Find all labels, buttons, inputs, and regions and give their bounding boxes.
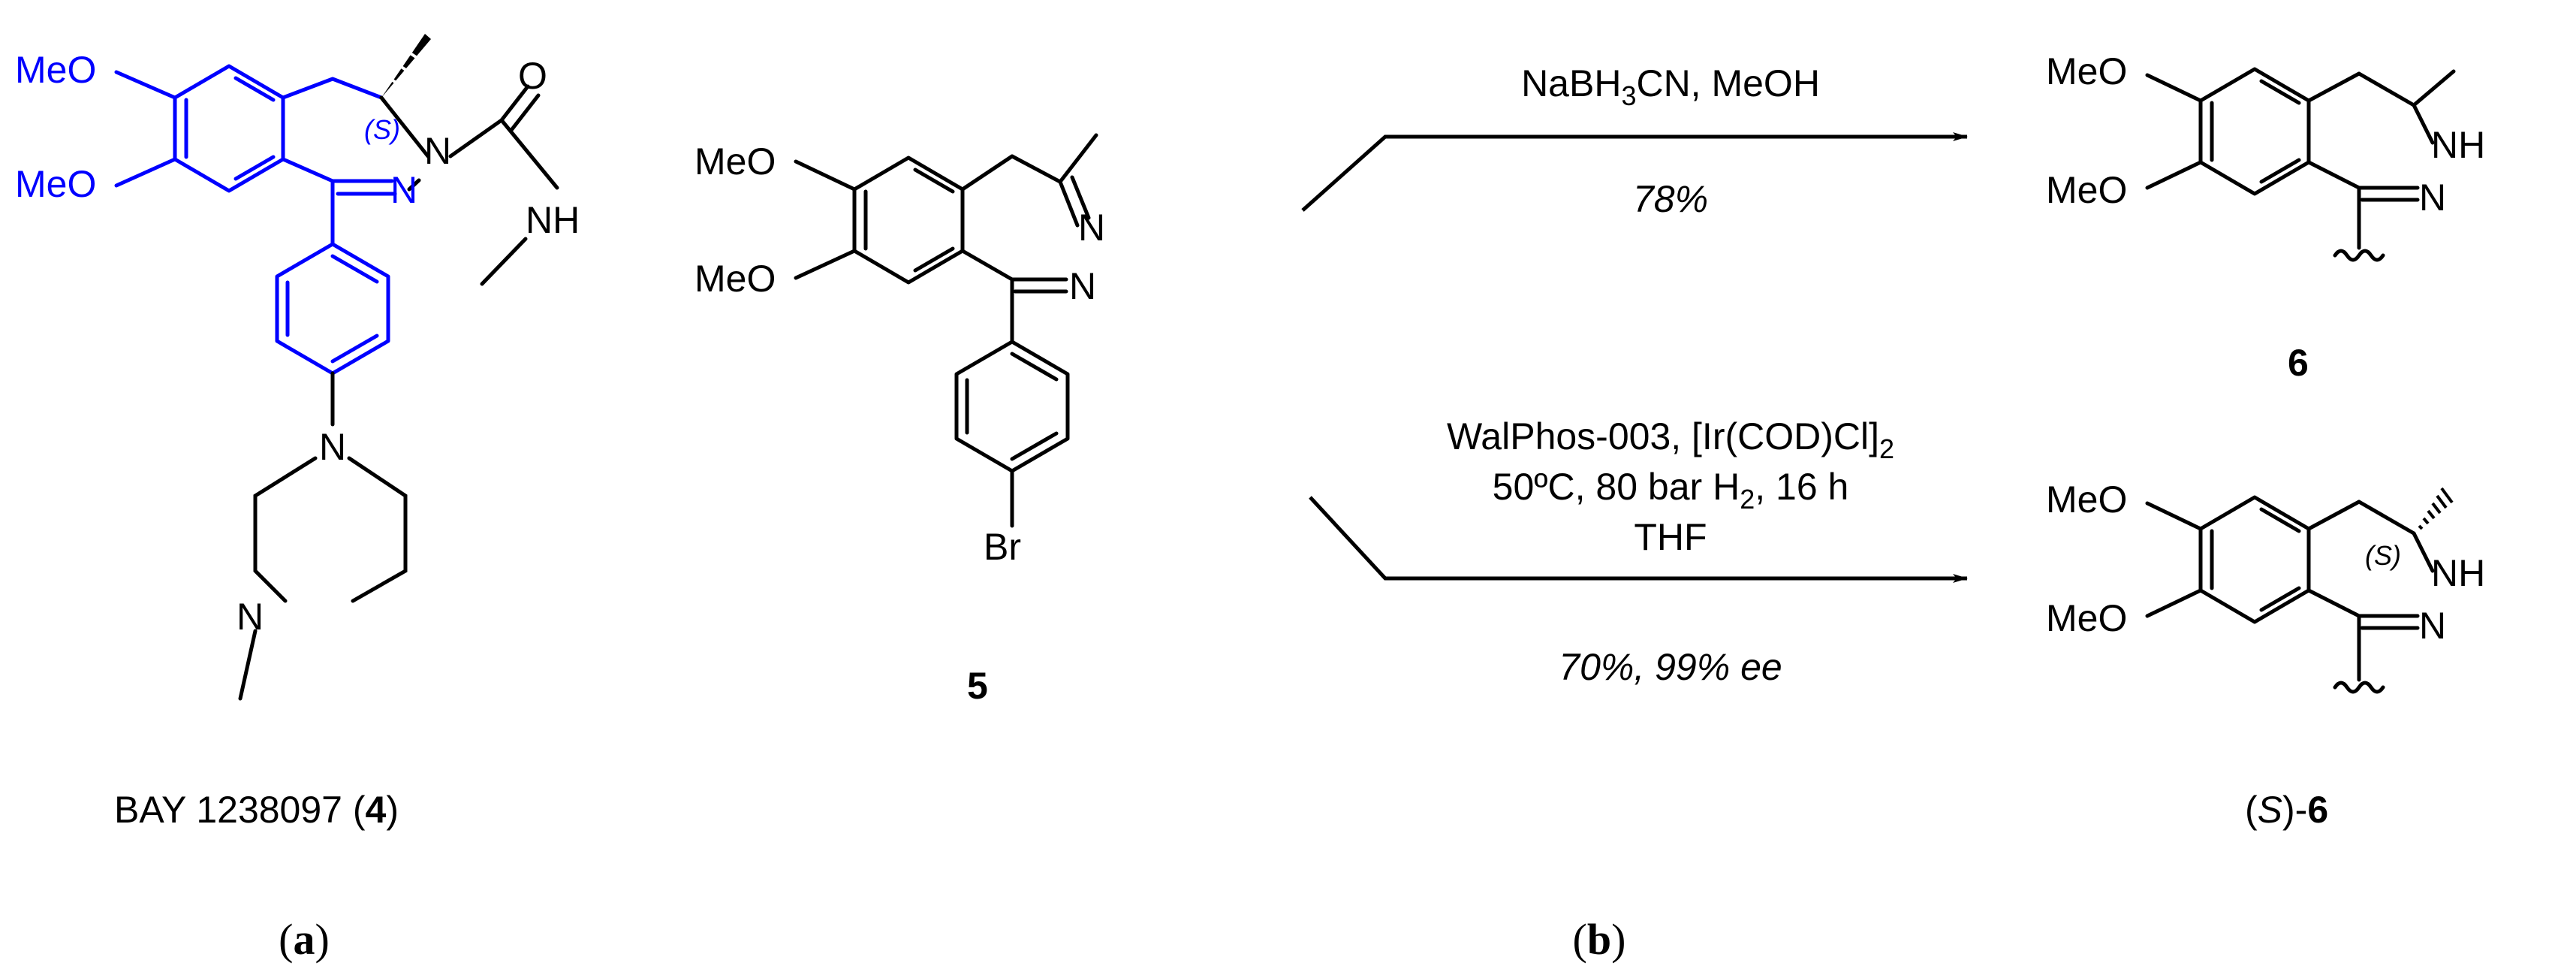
compound-s-6-n-label: N	[2419, 605, 2446, 647]
compound-6-nh-label: NH	[2431, 124, 2485, 166]
compound-4-n2-label: N	[390, 169, 417, 211]
compound-s-6-label: (S)-6	[2245, 789, 2328, 831]
compound-s-6-methoxy-bottom-label: MeO	[2046, 597, 2127, 639]
compound-6-n-label: N	[2419, 177, 2446, 219]
compound-5: MeO MeO N N Br 5	[694, 133, 1105, 707]
compound-s-6: MeO MeO (S) NH N (S)-6	[2046, 478, 2485, 831]
compound-6-methoxy-bottom-label: MeO	[2046, 169, 2127, 211]
compound-4-methyl-hashed-wedge	[381, 34, 431, 98]
compound-4-methoxy-top-label: MeO	[15, 49, 96, 91]
reaction-arrow-top	[1301, 132, 1968, 212]
compound-4-highlighted-core	[114, 64, 397, 376]
compound-4-n3-label: N	[424, 130, 451, 172]
compound-4-methoxy-bottom-label: MeO	[15, 163, 96, 205]
reaction-top-yield: 78%	[1633, 178, 1708, 220]
compound-6-methoxy-top-label: MeO	[2046, 50, 2127, 92]
compound-4-caption: BAY 1238097 (4)	[114, 789, 399, 831]
reaction-bottom-solvent: THF	[1634, 516, 1707, 558]
compound-s-6-methyl-hashed-wedge	[2418, 487, 2454, 530]
compound-s-6-methoxy-top-label: MeO	[2046, 478, 2127, 521]
reaction-bottom-catalyst: WalPhos-003, [Ir(COD)Cl]2	[1447, 415, 1894, 464]
compound-5-n2-label: N	[1069, 265, 1096, 307]
reaction-arrow-bottom	[1309, 496, 1968, 583]
compound-4-piperazine-n4: N	[237, 596, 264, 638]
compound-4-black-bonds	[238, 84, 559, 701]
compound-5-n3-label: N	[1078, 207, 1105, 249]
compound-6: MeO MeO NH N 6	[2046, 50, 2485, 384]
compound-5-number: 5	[967, 665, 988, 707]
panel-label-a: (a)	[279, 915, 330, 964]
compound-5-bromine-label: Br	[984, 526, 1021, 568]
compound-5-methoxy-top-label: MeO	[694, 140, 776, 183]
compound-4-carbonyl-oxygen: O	[518, 55, 547, 97]
compound-4-amide-nh: NH	[526, 199, 580, 241]
compound-s-6-stereo-descriptor: (S)	[2365, 540, 2401, 571]
reaction-top-reagents: NaBH3CN, MeOH	[1521, 62, 1820, 111]
compound-s-6-nh-label: NH	[2431, 552, 2485, 594]
compound-6-number: 6	[2288, 342, 2309, 384]
reaction-bottom-conditions: 50ºC, 80 bar H2, 16 h	[1493, 466, 1849, 515]
panel-label-b: (b)	[1573, 915, 1626, 964]
compound-4-methyl-hashes	[389, 51, 420, 86]
compound-4-piperazine-n1: N	[319, 426, 346, 468]
reaction-bottom-yield: 70%, 99% ee	[1559, 646, 1782, 688]
compound-4-stereo-descriptor: (S)	[364, 114, 400, 145]
compound-bay-1238097: MeO MeO N N (S) O NH N N BAY 1238097 (4)	[15, 34, 580, 831]
compound-5-methoxy-bottom-label: MeO	[694, 258, 776, 300]
